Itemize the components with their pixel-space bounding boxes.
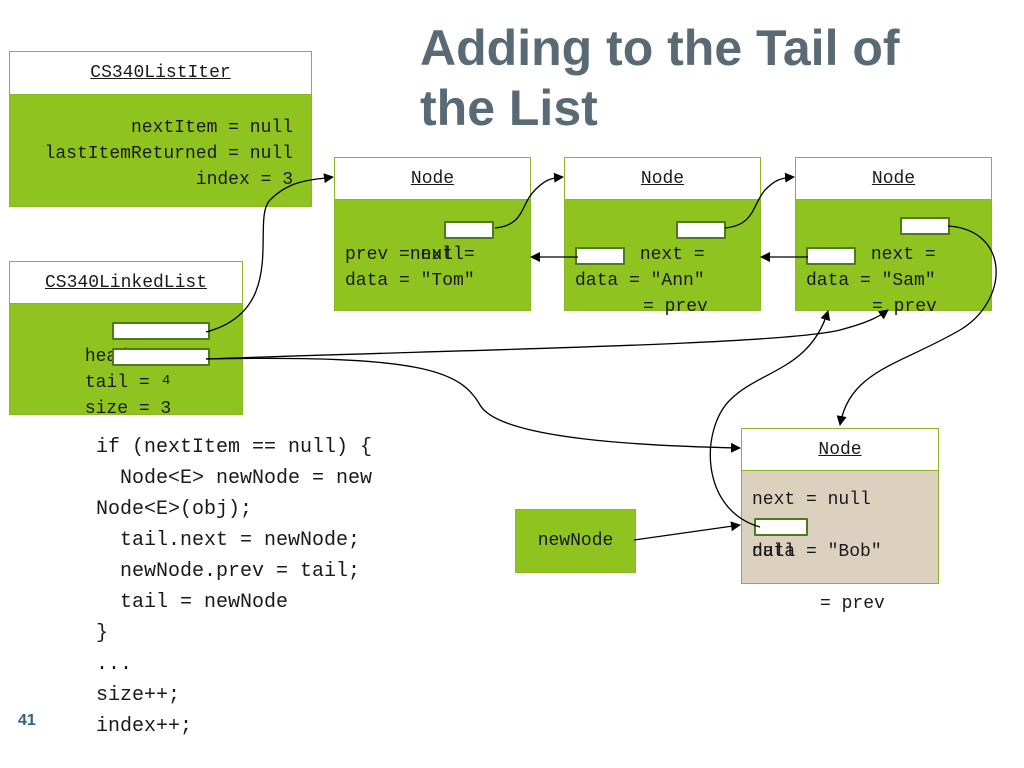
node-sam-prev-row: = prev <box>806 242 991 317</box>
iter-last-item-returned: lastItemReturned = null <box>44 144 293 164</box>
node-bob-next: next = null <box>752 490 871 510</box>
tail-row: tail = <box>20 344 242 393</box>
list-iter-header: CS340ListIter <box>10 52 311 95</box>
node-bob-prev-hidden: null <box>752 542 796 562</box>
iter-index: index = 3 <box>195 170 293 190</box>
arrow-newnode-to-bob <box>633 521 741 541</box>
node-bob-header: Node <box>742 429 938 471</box>
arrow-ann-to-sam <box>724 172 795 229</box>
node-ann-next-pointer <box>676 221 726 239</box>
code-line: Node<E>(obj); <box>96 498 253 521</box>
arrow-head-to-tom <box>205 173 334 333</box>
list-iter-body: nextItem = null lastItemReturned = null … <box>10 95 311 193</box>
node-bob-prev-row: null = prev <box>752 513 938 614</box>
node-tom-body: next = prev = null data = "Tom" <box>335 200 530 294</box>
node-ann-next-row: next = <box>575 216 760 265</box>
tail-pointer <box>112 348 210 366</box>
node-ann-prev-pointer <box>575 247 625 265</box>
node-bob-data: data = "Bob" <box>752 542 882 562</box>
node-ann-prev-row: = prev <box>575 242 760 317</box>
node-sam-next-row: next = <box>806 216 991 265</box>
size-new-value: 4 <box>162 373 171 389</box>
title-line-2: the List <box>420 80 598 136</box>
node-sam-body: next = = prev data = "Sam" <box>796 200 991 317</box>
node-sam-prev-pointer <box>806 247 856 265</box>
linked-list-body: head = tail = size = 3 4 <box>10 304 242 419</box>
node-ann-header: Node <box>565 158 760 200</box>
node-sam-data: data = "Sam" <box>806 271 936 291</box>
arrow-tail-to-bob <box>205 357 741 453</box>
head-row: head = <box>20 318 242 367</box>
node-sam-header: Node <box>796 158 991 200</box>
node-ann-prev-label: = prev <box>643 297 708 317</box>
arrow-bob-prev-to-sam <box>709 310 831 528</box>
node-tom-next-label: next = <box>409 245 475 265</box>
node-bob-prev-pointer <box>754 518 808 536</box>
node-tom-data: data = "Tom" <box>345 271 475 291</box>
code-line: newNode.prev = tail; <box>96 560 361 583</box>
tail-label: tail = <box>84 373 150 393</box>
arrow-tom-to-ann <box>494 172 564 229</box>
title-line-1: Adding to the Tail of <box>420 20 900 76</box>
node-sam: Node next = = prev data = "Sam" <box>795 157 992 317</box>
node-tom-prev: prev = null <box>345 245 464 265</box>
node-ann-body: next = = prev data = "Ann" <box>565 200 760 317</box>
node-ann-next-label: next = <box>639 245 705 265</box>
node-bob-prev-label: = prev <box>820 594 885 614</box>
node-sam-prev-label: = prev <box>872 297 937 317</box>
new-node-variable-label: newNode <box>537 531 614 551</box>
code-line: size++; <box>96 684 181 707</box>
list-iter-box: CS340ListIter nextItem = null lastItemRe… <box>9 51 312 207</box>
code-line: ... <box>96 653 133 676</box>
code-line: Node<E> newNode = new <box>96 467 373 490</box>
iter-next-item: nextItem = null <box>130 118 293 138</box>
slide-title: Adding to the Tail of the List <box>420 18 1020 138</box>
node-sam-next-label: next = <box>870 245 936 265</box>
size-label: size = 3 <box>84 399 172 419</box>
arrow-tail-to-sam <box>205 309 889 360</box>
linked-list-box: CS340LinkedList head = tail = size = 3 4 <box>9 261 243 419</box>
code-block: if (nextItem == null) { Node<E> newNode … <box>96 432 372 742</box>
arrow-sam-next-to-bob <box>836 225 997 426</box>
node-bob: Node next = null null = prev data = "Bob… <box>741 428 939 614</box>
code-line: tail.next = newNode; <box>96 529 361 552</box>
node-tom-next-pointer <box>444 221 494 239</box>
new-node-variable: newNode <box>515 509 636 573</box>
node-ann: Node next = = prev data = "Ann" <box>564 157 761 317</box>
node-tom: Node next = prev = null data = "Tom" <box>334 157 531 311</box>
node-bob-body: next = null null = prev data = "Bob" <box>742 471 938 614</box>
node-ann-data: data = "Ann" <box>575 271 705 291</box>
code-line: if (nextItem == null) { <box>96 436 373 459</box>
code-line: } <box>96 622 109 645</box>
slide-number: 41 <box>18 712 36 729</box>
node-tom-next-row: next = <box>345 216 530 265</box>
code-line: tail = newNode <box>96 591 289 614</box>
code-line: index++; <box>96 715 193 738</box>
node-tom-header: Node <box>335 158 530 200</box>
linked-list-header: CS340LinkedList <box>10 262 242 304</box>
size-row: size = 3 4 <box>20 370 242 419</box>
